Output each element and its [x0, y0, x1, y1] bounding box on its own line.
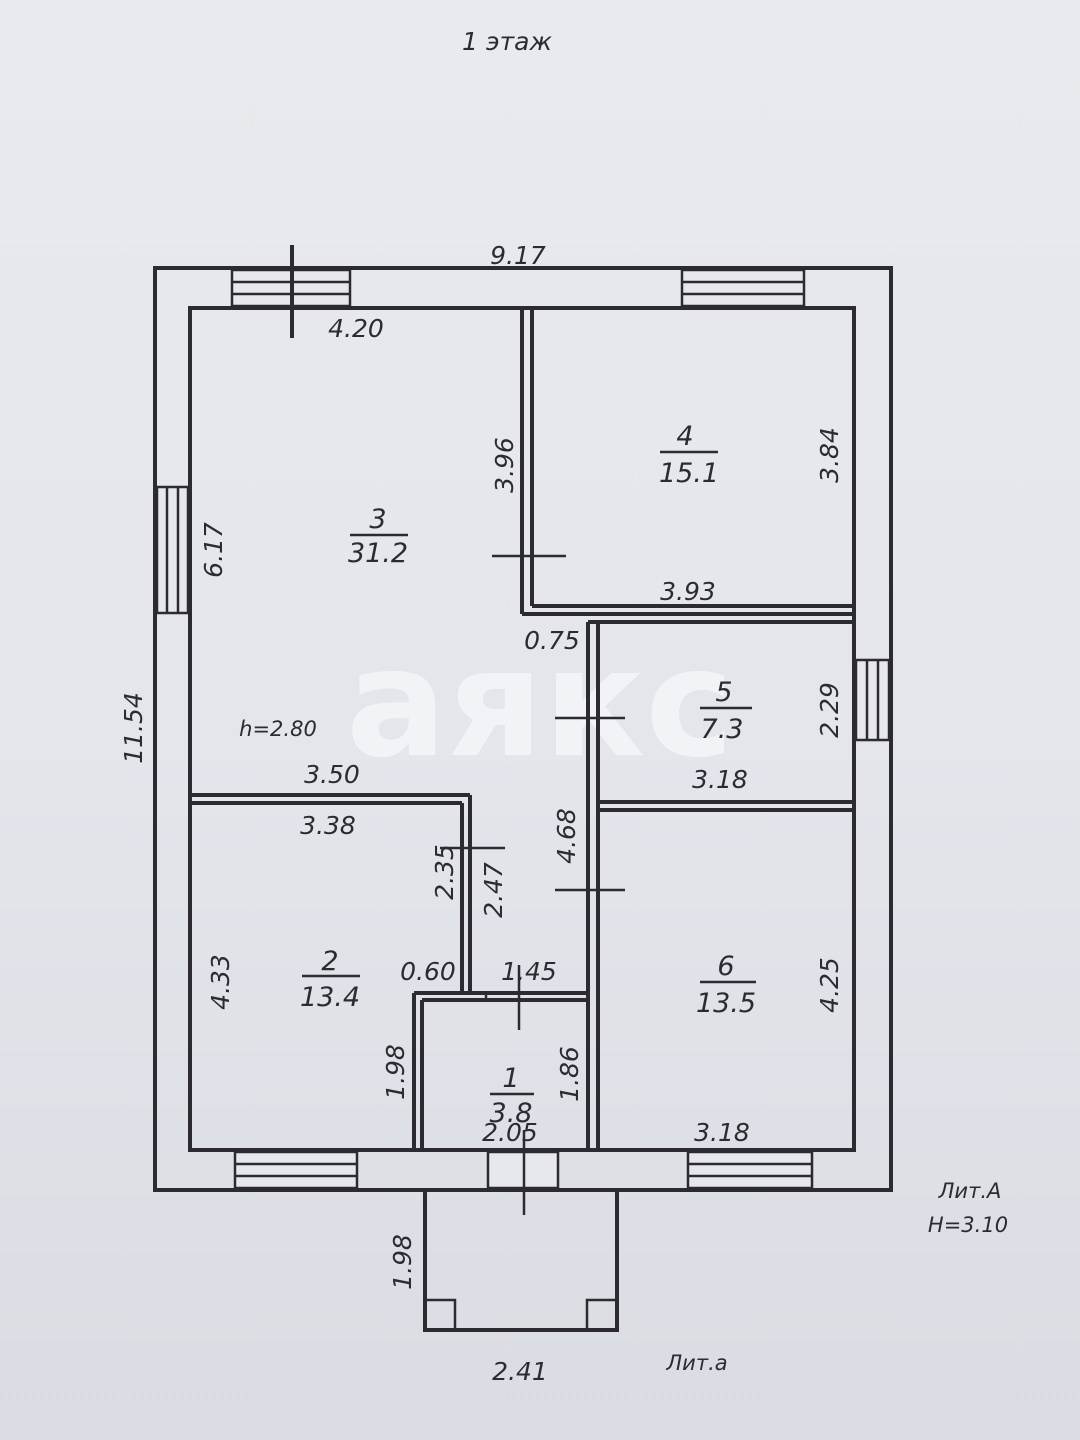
room-1-number: 1	[502, 1063, 519, 1094]
watermark: аякс	[346, 617, 734, 791]
dim-room2-right-c: 1.98	[381, 1044, 410, 1100]
room-4-number: 4	[676, 421, 693, 452]
dim-room6-bottom: 3.18	[694, 1118, 750, 1147]
room-3-number: 3	[369, 504, 386, 535]
window-top-right	[680, 268, 806, 308]
room-1-area: 3.8	[490, 1098, 533, 1129]
window-bottom-left	[233, 1150, 359, 1190]
room-3-area: 31.2	[348, 538, 408, 569]
dim-room3-bottom: 3.50	[304, 760, 360, 789]
dim-room3-right: 3.96	[490, 437, 519, 493]
dim-room4-right: 3.84	[815, 427, 844, 483]
dim-outer-width: 9.17	[490, 241, 546, 270]
dim-room2-step: 0.60	[400, 957, 456, 986]
room-2-area: 13.4	[300, 982, 360, 1013]
dim-corridor-height: 4.68	[552, 808, 581, 864]
room-5-number: 5	[715, 677, 732, 708]
dim-outer-height: 11.54	[119, 692, 148, 764]
dim-room6-right: 4.25	[815, 957, 844, 1013]
dim-porch-height: 1.98	[388, 1234, 417, 1290]
dim-room1-bottom: 2.05	[482, 1118, 538, 1147]
room-3-height-note: h=2.80	[239, 717, 317, 741]
dim-room2-left: 4.33	[206, 954, 235, 1010]
window-right	[854, 658, 891, 742]
window-bottom-right	[686, 1150, 814, 1190]
building-label: Лит.А	[938, 1179, 1002, 1203]
dim-room2-top: 3.38	[300, 811, 356, 840]
dim-room5-bottom: 3.18	[692, 765, 748, 794]
room-5-6-walls	[586, 620, 854, 1150]
room-5-area: 7.3	[701, 714, 744, 745]
dim-room4-bottom: 3.93	[660, 577, 716, 606]
floor-title: 1 этаж	[462, 27, 552, 56]
room-6-area: 13.5	[696, 988, 756, 1019]
room-2-walls	[190, 793, 472, 1150]
room-4-walls	[520, 308, 854, 616]
dim-porch-width: 2.41	[492, 1357, 548, 1386]
room-4-area: 15.1	[659, 458, 719, 489]
window-left	[155, 485, 190, 615]
room-2-number: 2	[321, 946, 338, 977]
dim-corridor-width: 0.75	[524, 626, 580, 655]
porch	[423, 1188, 619, 1332]
dim-room1-top: 1.45	[501, 957, 557, 986]
dim-room1-right: 1.86	[555, 1046, 584, 1102]
dim-room5-right: 2.29	[815, 682, 844, 738]
dim-room2-right-b: 2.47	[479, 862, 508, 918]
dim-room2-right-a: 2.35	[430, 844, 459, 900]
dim-room3-top: 4.20	[328, 314, 384, 343]
room-1-walls	[414, 991, 588, 1150]
porch-label: Лит.а	[665, 1351, 727, 1375]
room-6-number: 6	[717, 951, 734, 982]
dim-room3-left: 6.17	[199, 522, 228, 578]
building-height: Н=3.10	[928, 1213, 1008, 1237]
